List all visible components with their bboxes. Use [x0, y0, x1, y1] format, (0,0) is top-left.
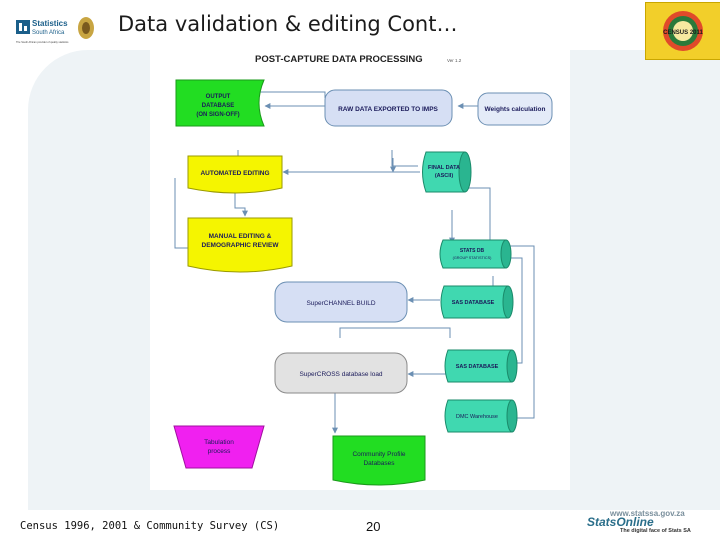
node-dmc-warehouse: DMC Warehouse	[444, 399, 518, 433]
node-sas-database-2: SAS DATABASE	[444, 349, 518, 383]
node-sas-database-2-label: SAS DATABASE	[456, 364, 499, 370]
stats-sa-logo-line1: Statistics	[32, 19, 68, 28]
node-sas-database-1: SAS DATABASE	[440, 285, 514, 319]
node-manual-editing: MANUAL EDITING & DEMOGRAPHIC REVIEW	[187, 217, 293, 273]
node-output-database-line2: DATABASE	[202, 103, 234, 109]
node-tabulation-process-line1: Tabulation	[204, 439, 234, 446]
node-automated-editing-label: AUTOMATED EDITING	[200, 170, 269, 177]
connector-supercannel-down	[339, 327, 451, 338]
census-2011-logo: CENSUS 2011	[645, 2, 720, 60]
footer-brand: StatsOnline	[587, 515, 654, 529]
node-supercross-load-label: SuperCROSS database load	[299, 371, 382, 378]
connector-left-loop	[174, 178, 190, 249]
node-weights-calculation-label: Weights calculation	[485, 106, 546, 113]
node-dmc-warehouse-label: DMC Warehouse	[456, 414, 498, 420]
node-superchannel-build-label: SuperCHANNEL BUILD	[306, 300, 375, 307]
connector-auto-to-manual	[234, 188, 248, 217]
node-community-profile: Community Profile Databases	[332, 435, 426, 486]
node-tabulation-process: Tabulation process	[173, 425, 265, 469]
node-community-profile-line1: Community Profile	[352, 451, 405, 458]
node-output-database-line1: OUTPUT	[206, 94, 231, 100]
post-capture-diagram: POST-CAPTURE DATA PROCESSING Ver 1.2	[150, 38, 570, 490]
footer-tagline: The digital face of Stats SA	[620, 528, 691, 534]
node-output-database-line3: (ON SIGN-OFF)	[196, 112, 239, 118]
census-logo-label: CENSUS 2011	[663, 30, 703, 36]
node-supercross-load: SuperCROSS database load	[274, 352, 408, 394]
node-automated-editing: AUTOMATED EDITING	[187, 155, 283, 194]
node-stats-db: STATS DB (GROUP STATISTICS)	[439, 239, 512, 269]
stats-sa-logo-line2: South Africa	[32, 30, 65, 36]
node-final-data-line2: (ASCII)	[435, 173, 454, 179]
node-final-data: FINAL DATA (ASCII)	[422, 151, 472, 193]
slide-title: Data validation & editing Cont…	[118, 12, 458, 36]
node-tabulation-process-line2: process	[208, 448, 232, 455]
stats-sa-logo-mark-icon	[16, 20, 30, 34]
node-stats-db-line2: (GROUP STATISTICS)	[453, 256, 493, 260]
stats-sa-logo: Statistics South Africa The South Africa…	[14, 14, 98, 46]
node-manual-editing-line1: MANUAL EDITING &	[209, 233, 272, 240]
connector-raw-down	[391, 150, 418, 167]
node-weights-calculation: Weights calculation	[477, 92, 553, 126]
node-stats-db-line1: STATS DB	[460, 248, 485, 254]
census-starburst-icon	[663, 11, 703, 51]
node-community-profile-line2: Databases	[363, 460, 395, 467]
coat-of-arms-icon	[78, 17, 94, 39]
node-output-database: OUTPUT DATABASE (ON SIGN-OFF)	[175, 79, 265, 127]
node-sas-database-1-label: SAS DATABASE	[452, 300, 495, 306]
node-raw-data-exported: RAW DATA EXPORTED TO IMPS	[324, 89, 453, 127]
footer-url[interactable]: www.statssa.gov.za	[610, 509, 685, 518]
footer-census-label: Census 1996, 2001 & Community Survey (CS…	[20, 520, 280, 532]
diagram-title: POST-CAPTURE DATA PROCESSING	[255, 54, 423, 65]
node-raw-data-exported-label: RAW DATA EXPORTED TO IMPS	[338, 106, 438, 113]
node-superchannel-build: SuperCHANNEL BUILD	[274, 281, 408, 323]
connector-to-dmc	[470, 245, 535, 421]
stats-sa-logo-tagline: The South African provider of quality st…	[16, 40, 69, 44]
node-manual-editing-line2: DEMOGRAPHIC REVIEW	[202, 242, 280, 249]
node-final-data-line1: FINAL DATA	[428, 165, 460, 171]
page-number: 20	[366, 519, 381, 534]
diagram-version: Ver 1.2	[447, 58, 462, 63]
